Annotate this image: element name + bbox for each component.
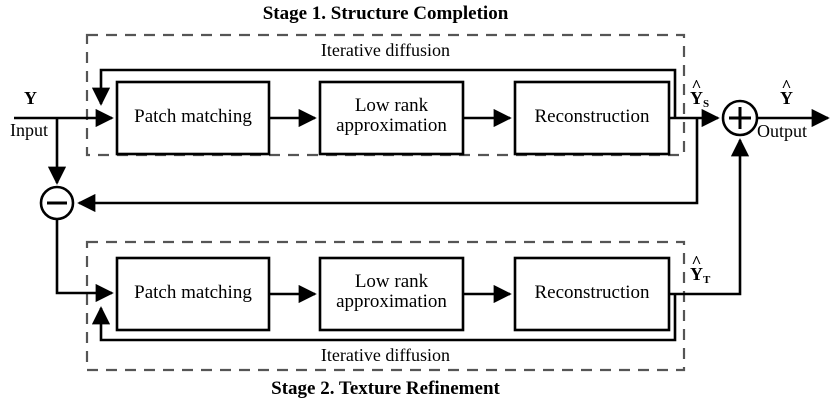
output-hat-icon: ^ <box>781 76 792 96</box>
stage2-output-signal-text: Y <box>690 264 703 284</box>
stage1-output-hat-group: ^ Y <box>690 77 703 109</box>
stage2-low-rank-line2: approximation <box>336 290 447 312</box>
input-caption-label: Input <box>10 120 48 140</box>
output-signal-label: ^ Y <box>780 77 793 109</box>
stage1-low-rank-line1: Low rank <box>354 95 429 116</box>
stage2-output-hat-icon: ^ <box>691 252 702 272</box>
output-signal-hat-group: ^ Y <box>780 77 793 109</box>
stage1-output-signal-text: Y <box>690 88 703 108</box>
stage2-output-signal-label: ^ Y T <box>690 253 711 286</box>
stage2-iterative-diffusion-loop <box>91 294 677 342</box>
output-signal-text: Y <box>780 88 793 108</box>
input-signal-label: Y <box>24 88 37 109</box>
stage1-output-hat-icon: ^ <box>691 76 702 96</box>
stage1-iterative-diffusion-label: Iterative diffusion <box>320 40 451 60</box>
subtract-output-to-stage2-path <box>55 219 114 303</box>
input-signal-text: Y <box>24 88 37 108</box>
stage1-low-rank-line2: approximation <box>336 114 447 136</box>
stage2-output-to-add-path <box>669 138 750 296</box>
stage1-block-reconstruction <box>513 80 671 156</box>
stage2-block-label-patch-matching: Patch matching <box>134 282 252 303</box>
stage1-output-to-subtract-path <box>77 118 699 213</box>
stage1-output-signal-label: ^ Y S <box>690 77 710 110</box>
stage1-output-subscript: S <box>703 98 710 110</box>
stage2-low-rank-line1: Low rank <box>354 271 429 292</box>
stage2-caption: Stage 2. Texture Refinement <box>271 378 500 399</box>
stage2-block-label-low-rank: Low rank approximation <box>320 272 463 312</box>
stage2-block-label-reconstruction: Reconstruction <box>534 282 650 303</box>
stage2-output-subscript: T <box>703 274 711 286</box>
stage1-block-label-reconstruction: Reconstruction <box>534 106 650 127</box>
stage1-iterative-diffusion-loop <box>91 68 677 118</box>
stage1-block-low-rank-approximation <box>318 80 465 156</box>
stage1-block-label-patch-matching: Patch matching <box>134 106 252 127</box>
stage1-caption: Stage 1. Structure Completion <box>262 3 509 24</box>
stage1-block-label-low-rank: Low rank approximation <box>320 96 463 136</box>
output-caption-label: Output <box>757 121 808 141</box>
stage2-iterative-diffusion-label: Iterative diffusion <box>320 345 451 365</box>
stage2-output-hat-group: ^ Y <box>690 253 703 285</box>
